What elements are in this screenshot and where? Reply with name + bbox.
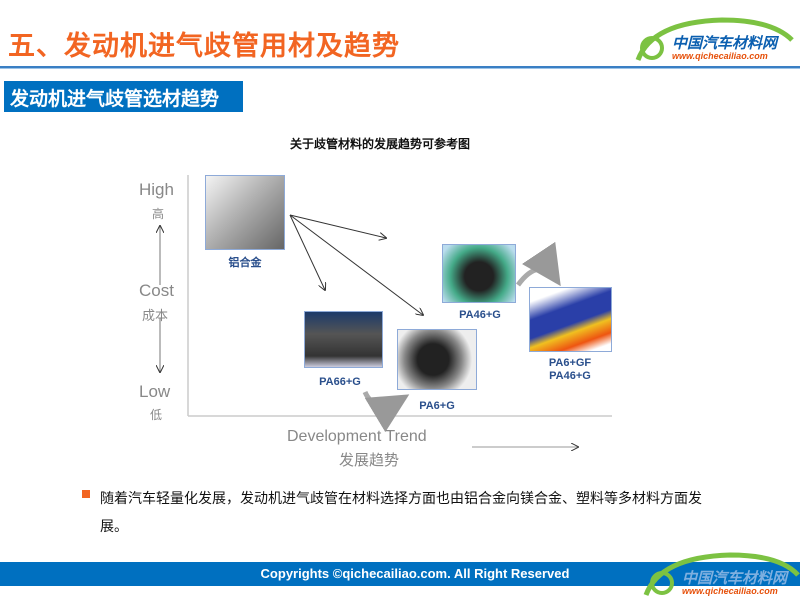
y-label-high: High bbox=[139, 180, 174, 199]
y-label-low-cn: 低 bbox=[150, 408, 163, 422]
footer-copyright: Copyrights ©qichecailiao.com. All Right … bbox=[260, 566, 570, 581]
pa6gf-manifold-image bbox=[529, 287, 612, 352]
curve-arrow-2 bbox=[515, 241, 561, 287]
aluminum-manifold-image bbox=[205, 175, 285, 250]
trend-arrow-1 bbox=[289, 214, 386, 238]
section-subtitle: 发动机进气歧管选材趋势 bbox=[4, 81, 243, 112]
logo-swoosh-icon bbox=[635, 17, 794, 61]
bullet-text: 随着汽车轻量化发展，发动机进气歧管在材料选择方面也由铝合金向镁合金、塑料等多材料… bbox=[100, 491, 702, 535]
trend-arrow-3 bbox=[289, 214, 423, 315]
trend-arrow-2 bbox=[289, 214, 325, 290]
material-label: 铝合金 bbox=[228, 257, 262, 269]
pa66-manifold-image bbox=[304, 311, 383, 368]
y-label-cost-cn: 成本 bbox=[142, 308, 169, 323]
x-axis-label: Development Trend bbox=[287, 428, 427, 445]
logo-swoosh-icon bbox=[643, 552, 800, 596]
pa6-manifold-image bbox=[397, 329, 477, 390]
trend-diagram: High 高 Cost 成本 Low 低 Development Trend 发… bbox=[0, 175, 612, 480]
material-label: PA46+G bbox=[549, 370, 591, 382]
material-label: PA6+G bbox=[419, 400, 455, 412]
header-divider bbox=[0, 66, 800, 69]
figure-caption: 关于歧管材料的发展趋势可参考图 bbox=[289, 137, 470, 151]
logo-bottom: 中国汽车材料网 www.qichecailiao.com bbox=[640, 545, 800, 599]
y-label-high-cn: 高 bbox=[152, 207, 165, 221]
logo-top: 中国汽车材料网 www.qichecailiao.com bbox=[632, 12, 797, 64]
curve-arrow-1 bbox=[362, 390, 410, 433]
pa46-manifold-image bbox=[442, 244, 516, 303]
y-label-low: Low bbox=[139, 382, 171, 401]
material-label: PA6+GF bbox=[548, 357, 592, 369]
bullet-marker-icon bbox=[82, 490, 90, 498]
x-axis-label-cn: 发展趋势 bbox=[339, 452, 400, 469]
slide-title: 五、发动机进气歧管用材及趋势 bbox=[8, 31, 400, 62]
y-label-cost: Cost bbox=[139, 281, 174, 300]
material-label: PA66+G bbox=[319, 376, 361, 388]
diagram-lines bbox=[0, 175, 612, 480]
material-label: PA46+G bbox=[459, 309, 501, 321]
